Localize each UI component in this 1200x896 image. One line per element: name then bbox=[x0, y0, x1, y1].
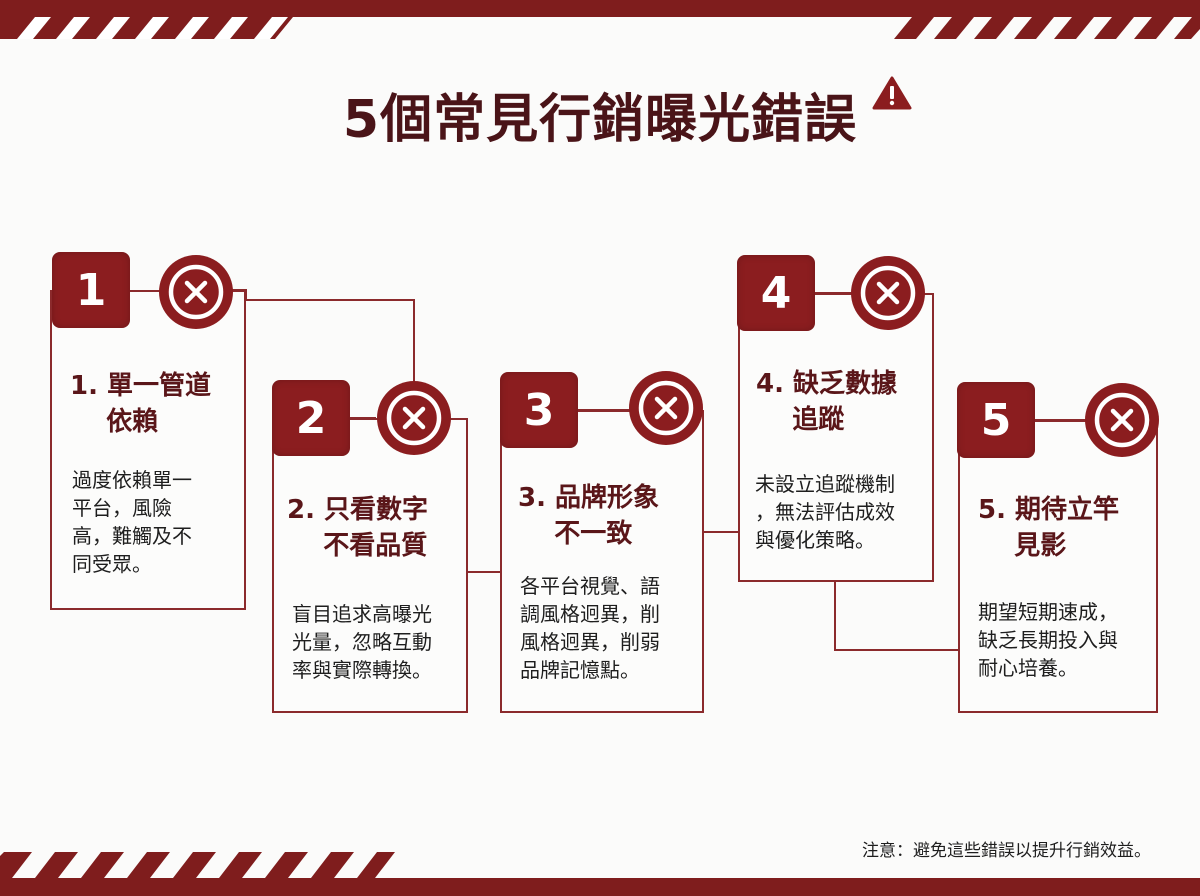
step-title-3: 3. 品牌形象 不一致 bbox=[518, 483, 660, 549]
page-title: 5個常見行銷曝光錯誤 bbox=[342, 90, 858, 150]
top-right-hazard-stripes bbox=[894, 17, 1200, 39]
step-title-5: 5. 期待立竿 見影 bbox=[978, 495, 1120, 561]
bottom-decorative-band bbox=[0, 878, 1200, 896]
step-description-4: 未設立追蹤機制 ，無法評估成效 與優化策略。 bbox=[755, 472, 895, 552]
step-card-3 bbox=[500, 410, 704, 713]
bottom-left-hazard-stripes bbox=[0, 852, 395, 878]
step-description-2: 盲目追求高曝光 光量，忽略互動 率與實際轉換。 bbox=[292, 602, 432, 682]
step-description-1: 過度依賴單一 平台，風險 高，難觸及不 同受眾。 bbox=[72, 468, 192, 576]
step-title-4: 4. 缺乏數據 追蹤 bbox=[756, 369, 898, 435]
x-circle-icon bbox=[629, 371, 703, 445]
x-circle-icon bbox=[1085, 383, 1159, 457]
step-number-badge-5: 5 bbox=[957, 382, 1035, 458]
step-number-badge-4: 4 bbox=[737, 255, 815, 331]
warning-triangle-icon bbox=[872, 76, 912, 110]
top-decorative-band bbox=[0, 0, 1200, 17]
step-card-4 bbox=[738, 293, 934, 582]
x-circle-icon bbox=[851, 256, 925, 330]
step-description-3: 各平台視覺、語 調風格迥異，削 風格迥異，削弱 品牌記憶點。 bbox=[520, 574, 660, 682]
step-description-5: 期望短期速成， 缺乏長期投入與 耐心培養。 bbox=[978, 600, 1118, 680]
x-circle-icon bbox=[159, 255, 233, 329]
title-container: 5個常見行銷曝光錯誤 bbox=[0, 85, 1200, 155]
step-card-5 bbox=[958, 420, 1158, 713]
top-left-hazard-stripes bbox=[0, 17, 293, 39]
x-circle-icon bbox=[377, 381, 451, 455]
step-card-2 bbox=[272, 418, 468, 713]
step-card-1 bbox=[50, 290, 246, 610]
step-title-1: 1. 單一管道 依賴 bbox=[70, 371, 212, 437]
step-number-badge-3: 3 bbox=[500, 372, 578, 448]
step-title-2: 2. 只看數字 不看品質 bbox=[287, 495, 429, 561]
step-number-badge-1: 1 bbox=[52, 252, 130, 328]
footer-note: 注意：避免這些錯誤以提升行銷效益。 bbox=[862, 841, 1151, 861]
step-number-badge-2: 2 bbox=[272, 380, 350, 456]
